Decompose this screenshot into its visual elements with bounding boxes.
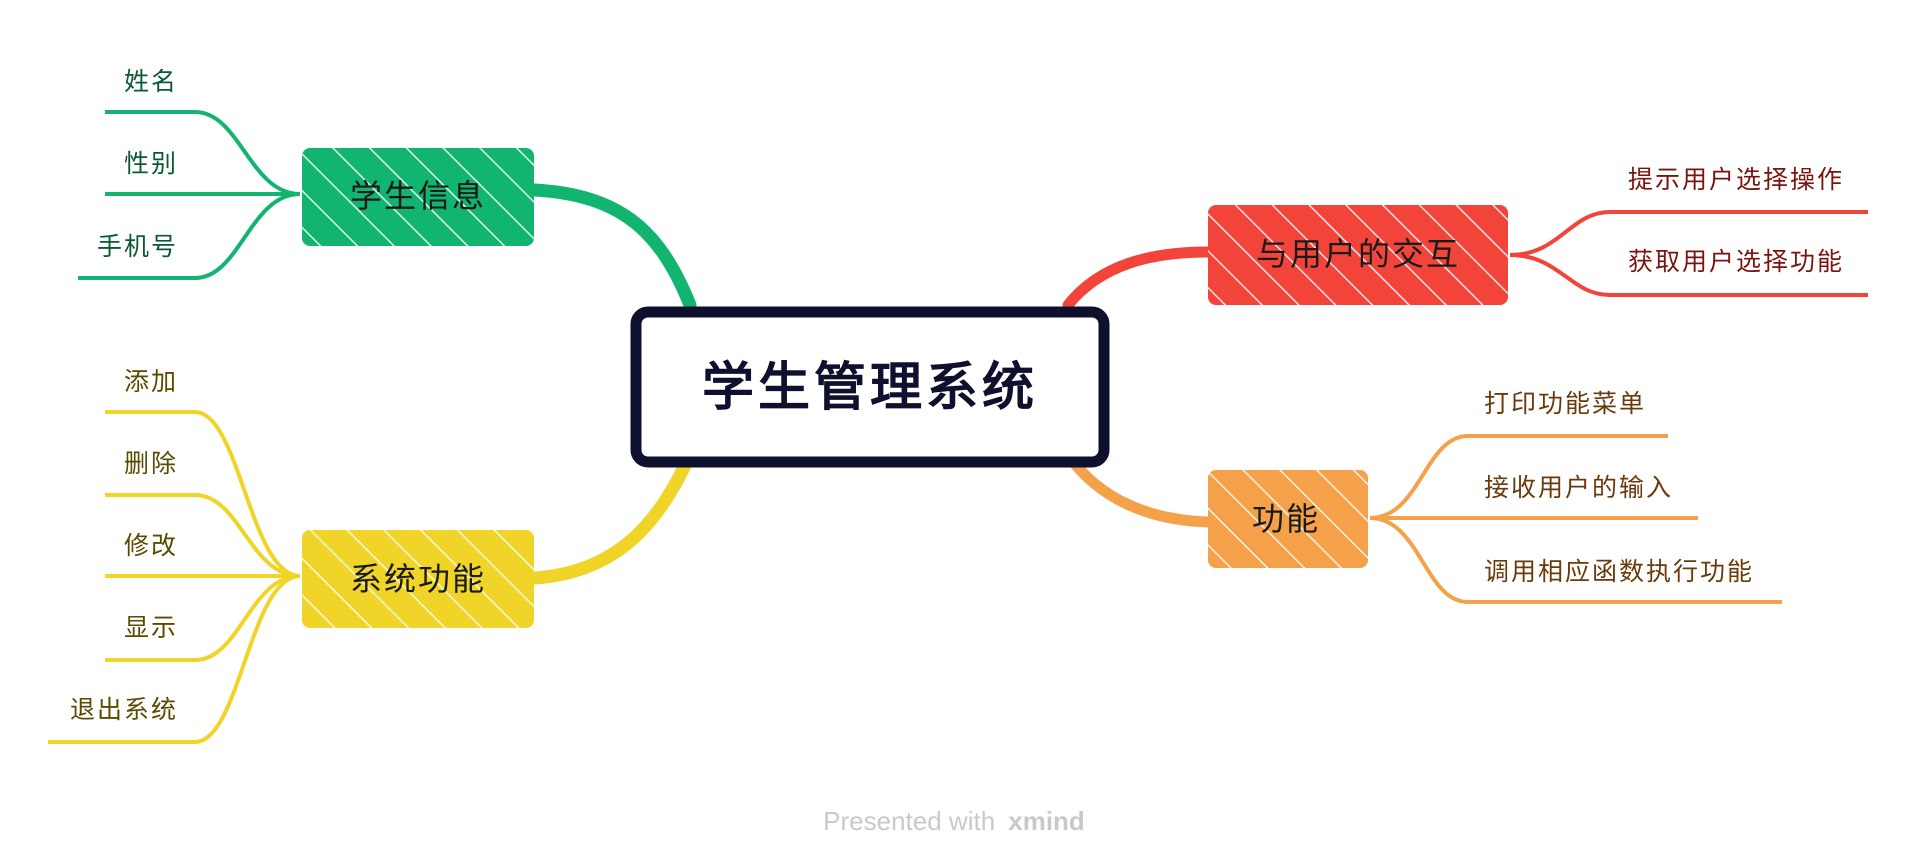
leaf-exit-system[interactable]: 退出系统: [70, 695, 178, 724]
branch-system-functions-label: 系统功能: [350, 560, 486, 598]
connector-root-student-info: [528, 183, 697, 312]
footer-watermark: Presented with xmind: [823, 806, 1085, 836]
leaf-connector: [1369, 434, 1668, 520]
branch-functions-label: 功能: [1252, 500, 1320, 538]
leaf-call-function[interactable]: 调用相应函数执行功能: [1484, 557, 1754, 586]
leaf-connector: [105, 410, 301, 578]
leaf-gender[interactable]: 性别: [124, 149, 178, 178]
connector-root-functions: [1062, 449, 1214, 528]
leaf-display[interactable]: 显示: [124, 613, 178, 642]
connector-root-system-functions: [528, 448, 697, 585]
leaf-connector: [1509, 253, 1868, 297]
footer-presented-with: Presented with: [823, 806, 995, 836]
leaf-connector: [78, 192, 301, 280]
footer-brand: xmind: [1008, 806, 1085, 836]
leaf-get-selected-function[interactable]: 获取用户选择功能: [1628, 247, 1844, 276]
branch-user-interaction-label: 与用户的交互: [1256, 235, 1460, 273]
leaves-user-interaction: 提示用户选择操作 获取用户选择功能: [1509, 165, 1868, 297]
leaf-connector: [48, 574, 301, 744]
leaf-name[interactable]: 姓名: [124, 67, 178, 96]
svg-text:Presented with xmind: Presented with xmind: [823, 806, 1085, 836]
branch-student-info-label: 学生信息: [350, 177, 486, 215]
leaves-student-info: 姓名 性别 手机号: [78, 67, 301, 280]
leaf-delete[interactable]: 删除: [124, 449, 178, 478]
leaf-connector: [1369, 516, 1782, 604]
leaf-add[interactable]: 添加: [124, 367, 178, 396]
leaf-connector: [105, 110, 301, 196]
root-label: 学生管理系统: [702, 358, 1038, 418]
leaf-phone[interactable]: 手机号: [97, 232, 178, 261]
branch-functions[interactable]: 功能: [1208, 470, 1368, 568]
branch-student-info[interactable]: 学生信息: [302, 148, 534, 246]
leaf-modify[interactable]: 修改: [124, 531, 178, 560]
branch-user-interaction[interactable]: 与用户的交互: [1208, 205, 1508, 305]
leaf-prompt-select-operation[interactable]: 提示用户选择操作: [1628, 165, 1844, 194]
branch-system-functions[interactable]: 系统功能: [302, 530, 534, 628]
leaves-functions: 打印功能菜单 接收用户的输入 调用相应函数执行功能: [1369, 389, 1782, 604]
leaf-connector: [1509, 210, 1868, 257]
leaf-print-menu[interactable]: 打印功能菜单: [1484, 389, 1646, 418]
connector-root-user-interaction: [1062, 246, 1214, 311]
leaves-system-functions: 添加 删除 修改 显示 退出系统: [48, 367, 301, 744]
leaf-connector: [105, 493, 301, 578]
leaf-receive-input[interactable]: 接收用户的输入: [1484, 473, 1673, 502]
leaf-connector: [105, 574, 301, 662]
root-node[interactable]: 学生管理系统: [630, 306, 1110, 468]
